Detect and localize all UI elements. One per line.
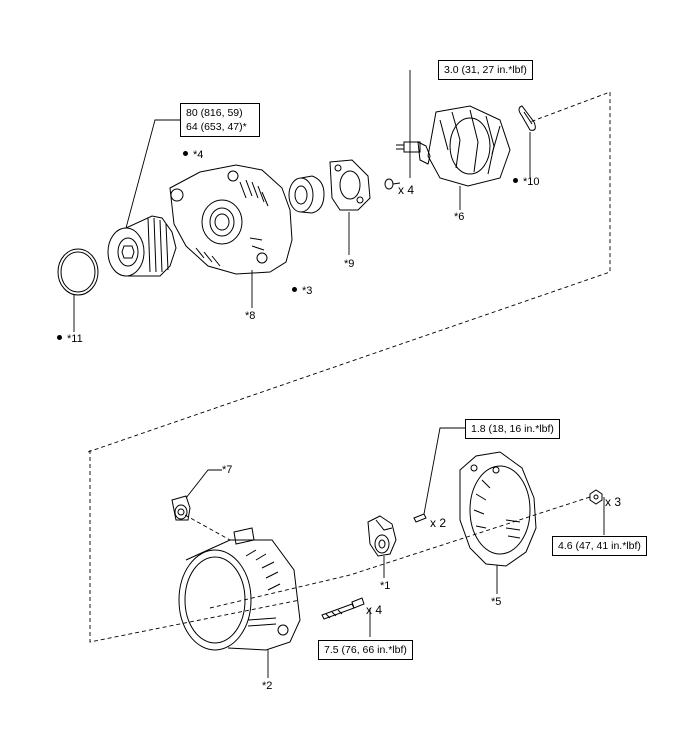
brush-holder-part [367, 515, 397, 557]
cover-nut-torque-value: 4.6 (47, 41 in.*lbf) [558, 540, 641, 552]
holder-screw-part [413, 513, 427, 523]
rotor-screw-torque-box: 3.0 (31, 27 in.*lbf) [438, 60, 533, 80]
rotor-screw-qty: x 4 [398, 183, 415, 197]
new-part-marker [513, 178, 518, 183]
clip-part [518, 105, 536, 131]
holder-screw-torque-box: 1.8 (18, 16 in.*lbf) [465, 419, 560, 439]
callout-10: *10 [513, 176, 540, 189]
upper-assembly-dashed-line [87, 91, 611, 453]
new-part-marker [57, 335, 62, 340]
rotor-part [396, 105, 511, 187]
rotor-screw-part [384, 178, 401, 190]
callout-11-label: *11 [67, 333, 83, 345]
rear-frame-part [178, 527, 301, 651]
callout-8-label: *8 [245, 310, 256, 322]
callout-2: *2 [262, 680, 272, 693]
cover-nut-part [589, 489, 603, 505]
through-bolt-torque-box: 7.5 (76, 66 in.*lbf) [318, 640, 413, 660]
callout-9: *9 [344, 258, 354, 271]
callout-1: *1 [380, 580, 390, 593]
callout-4: *4 [183, 149, 203, 162]
callout-6-label: *6 [454, 211, 465, 223]
callout-9-label: *9 [344, 258, 355, 270]
cover-nut-qty: x 3 [605, 495, 622, 509]
holder-screw-torque-value: 1.8 (18, 16 in.*lbf) [471, 423, 554, 435]
callout-5-label: *5 [491, 596, 502, 608]
leader-lines [73, 70, 605, 678]
drive-end-frame-part [169, 164, 293, 275]
pulley-torque-box: 80 (816, 59) 64 (653, 47)* [180, 103, 260, 137]
new-part-marker [292, 287, 297, 292]
through-bolt-qty: x 4 [366, 603, 383, 617]
callout-1-label: *1 [380, 580, 391, 592]
bracket-part [171, 495, 191, 521]
regulator-axis-dashed-line [184, 514, 231, 541]
callout-3-label: *3 [302, 285, 313, 297]
pulley-part [107, 215, 177, 277]
bearing-part [288, 175, 325, 214]
callout-7-label: *7 [222, 464, 233, 476]
cover-nut-torque-box: 4.6 (47, 41 in.*lbf) [552, 536, 647, 556]
pulley-torque-line-1: 80 (816, 59) [186, 107, 243, 119]
holder-screw-qty: x 2 [430, 516, 447, 530]
callout-10-label: *10 [523, 176, 540, 188]
rotor-screw-torque-value: 3.0 (31, 27 in.*lbf) [444, 64, 527, 76]
rear-end-cover-part [459, 451, 537, 567]
callout-7: *7 [222, 464, 232, 477]
new-part-marker [183, 151, 188, 156]
callout-4-label: *4 [193, 149, 204, 161]
callout-2-label: *2 [262, 680, 273, 692]
o-ring-part [57, 248, 99, 296]
callout-5: *5 [491, 596, 501, 609]
pulley-torque-line-2: 64 (653, 47)* [186, 121, 247, 133]
callout-6: *6 [454, 211, 464, 224]
through-bolt-torque-value: 7.5 (76, 66 in.*lbf) [324, 644, 407, 656]
lower-assembly-dashed-line [89, 450, 301, 643]
callout-3: *3 [292, 285, 312, 298]
callout-11: *11 [57, 333, 83, 346]
callout-8: *8 [245, 310, 255, 323]
through-bolt-part [321, 597, 365, 620]
lower-axis-dashed-line [209, 496, 591, 609]
retainer-plate-part [329, 159, 371, 211]
